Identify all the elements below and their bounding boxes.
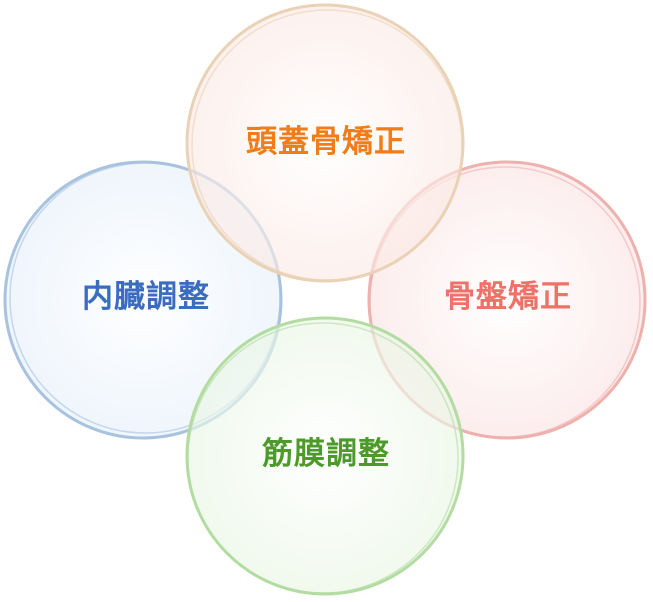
circle-fill-right (369, 162, 645, 438)
circle-fill-left (5, 162, 281, 438)
label-left: 内臓調整 (82, 279, 210, 315)
circle-ring-bottom-sketch (187, 322, 459, 594)
circle-group-right (367, 160, 647, 440)
circle-ring-left-sketch (9, 162, 281, 434)
circle-group-bottom (185, 316, 465, 596)
circle-ring-bottom (185, 316, 465, 596)
circle-ring-top-sketch (191, 9, 463, 281)
circle-fill-top (187, 5, 463, 281)
circle-ring-right-sketch (369, 166, 641, 438)
label-right: 骨盤矯正 (444, 279, 572, 315)
circle-ring-left (3, 160, 283, 440)
circle-ring-top (185, 3, 465, 283)
label-top: 頭蓋骨矯正 (246, 124, 406, 160)
circle-fill-bottom (187, 318, 463, 594)
circle-ring-right (367, 160, 647, 440)
circle-group-top (185, 3, 465, 283)
circle-group-left (3, 160, 283, 440)
label-bottom: 筋膜調整 (262, 436, 390, 472)
